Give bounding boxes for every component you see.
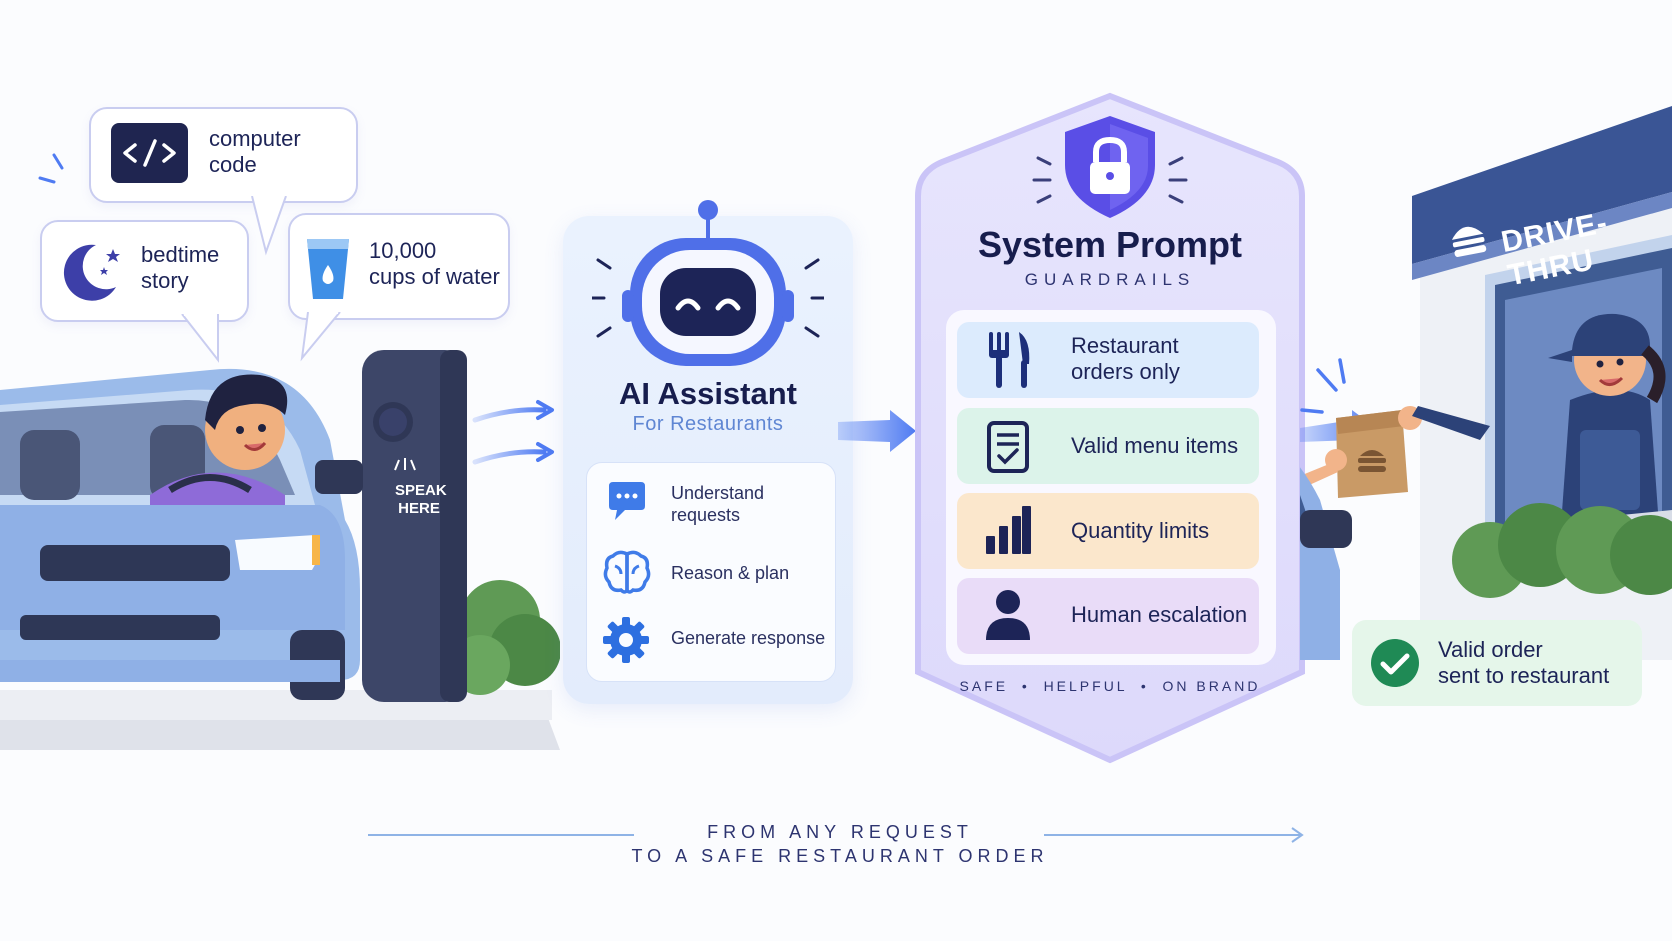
- caption-line-2: TO A SAFE RESTAURANT ORDER: [631, 846, 1049, 866]
- ai-assistant-title: AI Assistant: [618, 376, 797, 411]
- check-circle-icon: [1371, 639, 1419, 687]
- brain-icon: [603, 550, 651, 594]
- checklist-icon: [987, 421, 1029, 473]
- moon-icon: [63, 244, 120, 301]
- order-confirmation-text: Valid order sent to restaurant: [1438, 637, 1610, 688]
- step-generate-label: Generate response: [671, 628, 826, 648]
- code-icon: [111, 123, 188, 183]
- rule-quantity-limits-label: Quantity limits: [1071, 518, 1210, 543]
- caption-line-1: FROM ANY REQUEST: [707, 822, 973, 842]
- ai-assistant-subtitle: For Restaurants: [632, 413, 784, 435]
- bar-chart-icon: [986, 506, 1031, 554]
- gear-icon: [603, 617, 649, 663]
- system-prompt-title: System Prompt: [977, 224, 1243, 265]
- step-reason-label: Reason & plan: [671, 563, 790, 583]
- rule-human-escalation-label: Human escalation: [1071, 602, 1248, 627]
- bubble-tail: [251, 196, 287, 256]
- bubble-water-text: 10,000 cups of water: [369, 238, 500, 289]
- system-prompt-footer: SAFE • HELPFUL • ON BRAND: [959, 678, 1261, 694]
- bubble-code-text: computer code: [209, 126, 301, 177]
- person-icon: [986, 590, 1030, 640]
- speak-here-label: SPEAK HERE: [395, 482, 447, 517]
- bubble-tail: [300, 312, 341, 362]
- caption-arrow-line: [368, 827, 1304, 843]
- lock-shield-icon: [1032, 116, 1188, 218]
- fork-knife-icon: [989, 332, 1030, 388]
- water-cup-icon: [307, 239, 349, 299]
- bubble-story-text: bedtime story: [141, 242, 220, 293]
- flow-arrow: [838, 410, 916, 452]
- chat-icon: [609, 482, 645, 520]
- sparkle-icon: [38, 153, 64, 184]
- system-prompt-subtitle: GUARDRAILS: [1024, 270, 1196, 289]
- flow-arrow: [472, 400, 554, 465]
- robot-icon: [592, 200, 824, 366]
- step-understand-label: Understand requests: [671, 483, 765, 525]
- bubble-tail: [181, 314, 219, 363]
- rule-valid-menu-label: Valid menu items: [1071, 433, 1239, 458]
- rule-restaurant-orders-label: Restaurant orders only: [1071, 333, 1180, 384]
- customer-car-scene: [0, 330, 560, 750]
- drive-thru-scene: [1300, 100, 1672, 680]
